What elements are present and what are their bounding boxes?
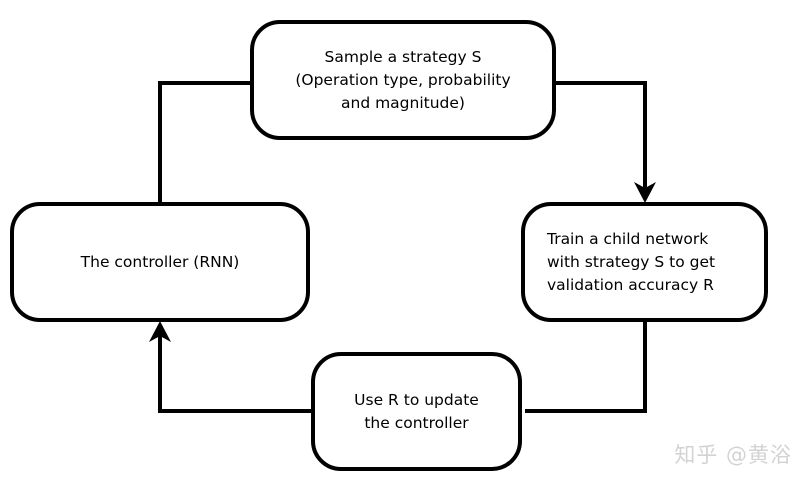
edge-sample-to-train [552,81,647,194]
zhihu-watermark: 知乎 @黄浴 [674,443,792,467]
node-train-child-network: Train a child network with strategy S to… [521,202,768,322]
arrowhead-down-icon [634,182,656,203]
arrowhead-up-icon [149,321,171,342]
edge-controller-to-sample [158,81,254,204]
node-update-controller: Use R to update the controller [311,352,522,471]
edge-update-to-controller [158,333,313,413]
node-controller-rnn: The controller (RNN) [10,202,310,322]
edge-train-to-update [525,318,647,413]
node-sample-strategy: Sample a strategy S (Operation type, pro… [250,20,556,140]
